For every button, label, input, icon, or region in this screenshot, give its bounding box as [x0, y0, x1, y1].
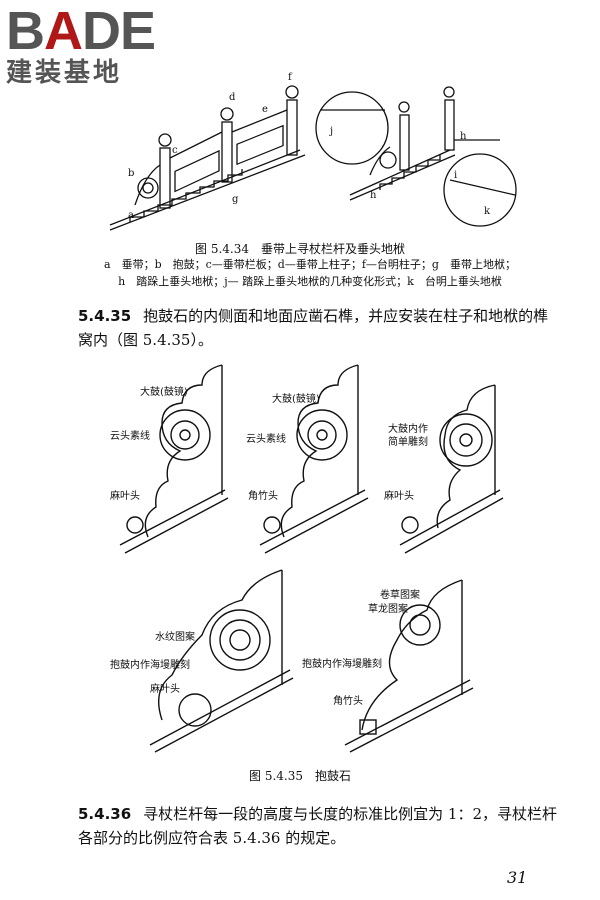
fig534-letter-h1: h — [460, 131, 467, 142]
label-hemp-4: 麻叶头 — [150, 684, 180, 695]
figure-5-4-34-caption: 图 5.4.34 垂带上寻杖栏杆及垂头地栿 — [195, 242, 405, 256]
fig534-letter-k: k — [484, 206, 491, 217]
fig534-letter-e: e — [262, 104, 268, 115]
fig534-letter-g: g — [232, 194, 239, 205]
fig534-letter-h2: h — [370, 190, 377, 201]
section-number: 5.4.36 — [78, 805, 132, 823]
label-sea-5: 抱鼓内作海墁雕刻 — [302, 659, 382, 670]
fig534-letter-b: b — [128, 168, 135, 179]
section-text: 抱鼓石的内侧面和地面应凿石榫，并应安装在柱子和地栿的榫窝内（图 5.4.35）。 — [78, 307, 549, 349]
label-cloud-1: 云头素线 — [110, 431, 150, 442]
label-hemp-1: 麻叶头 — [110, 491, 140, 502]
fig534-letter-d: d — [229, 92, 236, 103]
label-sea-4: 抱鼓内作海墁雕刻 — [110, 660, 190, 671]
logo: BADE 建装基地 — [6, 4, 186, 88]
label-corner-5: 角竹头 — [333, 696, 363, 707]
fig534-letter-j: j — [330, 126, 334, 137]
fig534-letter-c: c — [172, 145, 178, 156]
label-drum-1: 大鼓(鼓镜) — [140, 387, 188, 398]
page-number: 31 — [507, 868, 528, 887]
label-cloud-2: 云头素线 — [246, 434, 286, 445]
label-hemp-3: 麻叶头 — [384, 491, 414, 502]
fig534-letter-i: i — [454, 170, 458, 181]
figure-5-4-34-legend-2: h 踏跺上垂头地栿；j— 踏跺上垂头地栿的几种变化形式；k 台明上垂头地栿 — [118, 275, 502, 288]
label-water-4: 水纹图案 — [155, 632, 195, 643]
figure-5-4-34-legend-1: a 垂带；b 抱鼓；c—垂带栏板；d—垂带上柱子；f—台明柱子；g 垂带上地栿； — [104, 258, 516, 271]
section-text: 寻杖栏杆每一段的高度与长度的标准比例宜为 1：2，寻杖栏杆各部分的比例应符合表 … — [78, 805, 558, 847]
figure-5-4-35-caption: 图 5.4.35 抱鼓石 — [249, 769, 351, 783]
fig534-letter-a: a — [128, 210, 134, 221]
label-drum-3a: 大鼓内作 — [388, 424, 428, 435]
label-scroll-5: 卷草图案 — [380, 590, 420, 601]
figure-5-4-35-drawing — [119, 364, 504, 753]
section-number: 5.4.35 — [78, 307, 132, 325]
figure-5-4-34-drawing — [109, 85, 517, 231]
label-corner-2: 角竹头 — [248, 491, 278, 502]
fig534-letter-f: f — [288, 72, 292, 83]
label-dragon-5: 草龙图案 — [368, 604, 408, 615]
label-drum-3b: 简单雕刻 — [388, 437, 428, 448]
logo-subtitle: 建装基地 — [6, 58, 123, 88]
label-drum-2: 大鼓(鼓镜) — [272, 394, 320, 405]
